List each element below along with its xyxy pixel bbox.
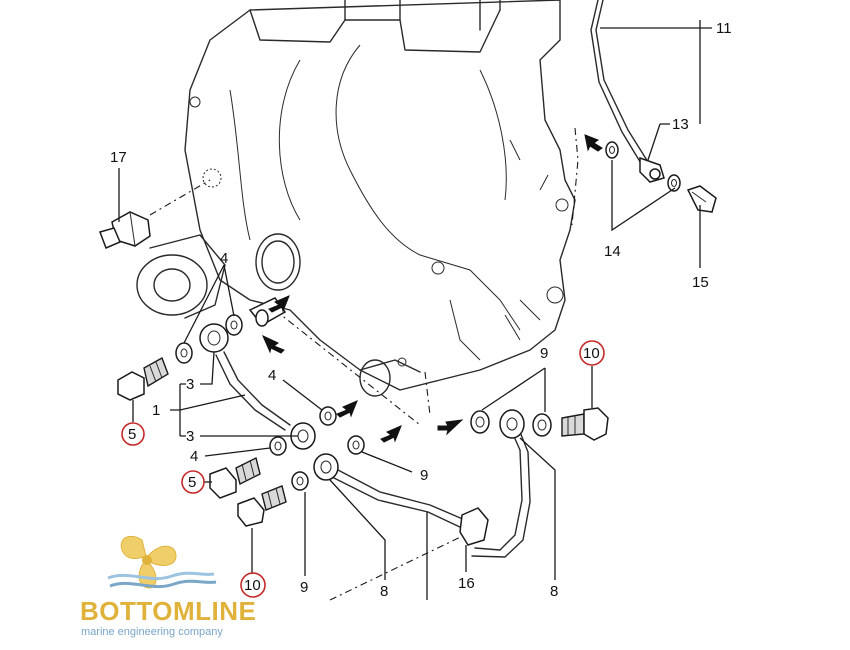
sender-17	[99, 211, 151, 249]
bolt-5-lower	[209, 456, 261, 499]
washers-9-lower	[291, 435, 365, 491]
label-5-left: 5	[128, 426, 136, 443]
bolt-10-right	[561, 407, 609, 441]
washers-4-upper	[175, 297, 287, 364]
washers-14	[605, 141, 681, 192]
callout-circle-10-right	[579, 340, 605, 366]
pipe-11	[590, 0, 665, 183]
bottomline-logo: BOTTOMLINE marine engineering company	[80, 532, 256, 642]
callout-labels: 11 13 14 15 17 4 3 1 3 4 4 9 9 9 8 8 16 …	[110, 20, 732, 600]
label-17: 17	[110, 149, 127, 166]
label-9-lower: 9	[300, 579, 308, 596]
pipe-8	[313, 409, 531, 558]
washers-4-lower	[269, 406, 337, 456]
label-8-lower: 8	[380, 583, 388, 600]
bolt-5-left	[117, 356, 169, 401]
label-1: 1	[152, 402, 160, 419]
label-11: 11	[716, 20, 732, 37]
label-16: 16	[458, 575, 475, 592]
label-3-upper: 3	[186, 376, 194, 393]
label-9-right: 9	[540, 345, 548, 362]
label-10-right: 10	[583, 345, 600, 362]
label-4-lower: 4	[190, 448, 198, 465]
label-4-top: 4	[220, 250, 228, 267]
label-9-mid: 9	[420, 467, 428, 484]
label-15: 15	[692, 274, 709, 291]
label-5-lower: 5	[188, 474, 196, 491]
bolt-15	[686, 185, 717, 213]
washers-9-right	[470, 410, 552, 437]
label-13: 13	[672, 116, 689, 133]
callout-circle-5-lower	[181, 470, 205, 494]
label-3-lower: 3	[186, 428, 194, 445]
engine-block	[136, 0, 576, 397]
flow-arrows	[262, 134, 603, 443]
propeller-logo-icon	[107, 535, 217, 589]
label-14: 14	[604, 243, 621, 260]
alignment-lines	[149, 127, 579, 601]
label-10-lower: 10	[244, 577, 261, 594]
logo-name: BOTTOMLINE	[80, 596, 257, 626]
callout-circle-10-lower	[240, 572, 266, 598]
bolt-10-lower	[237, 485, 287, 527]
callout-circle-5-left	[121, 422, 145, 446]
pipe-1	[199, 323, 316, 450]
leader-lines	[118, 20, 712, 600]
logo-subtitle: marine engineering company	[81, 626, 223, 638]
label-8-right: 8	[550, 583, 558, 600]
label-4-mid: 4	[268, 367, 276, 384]
